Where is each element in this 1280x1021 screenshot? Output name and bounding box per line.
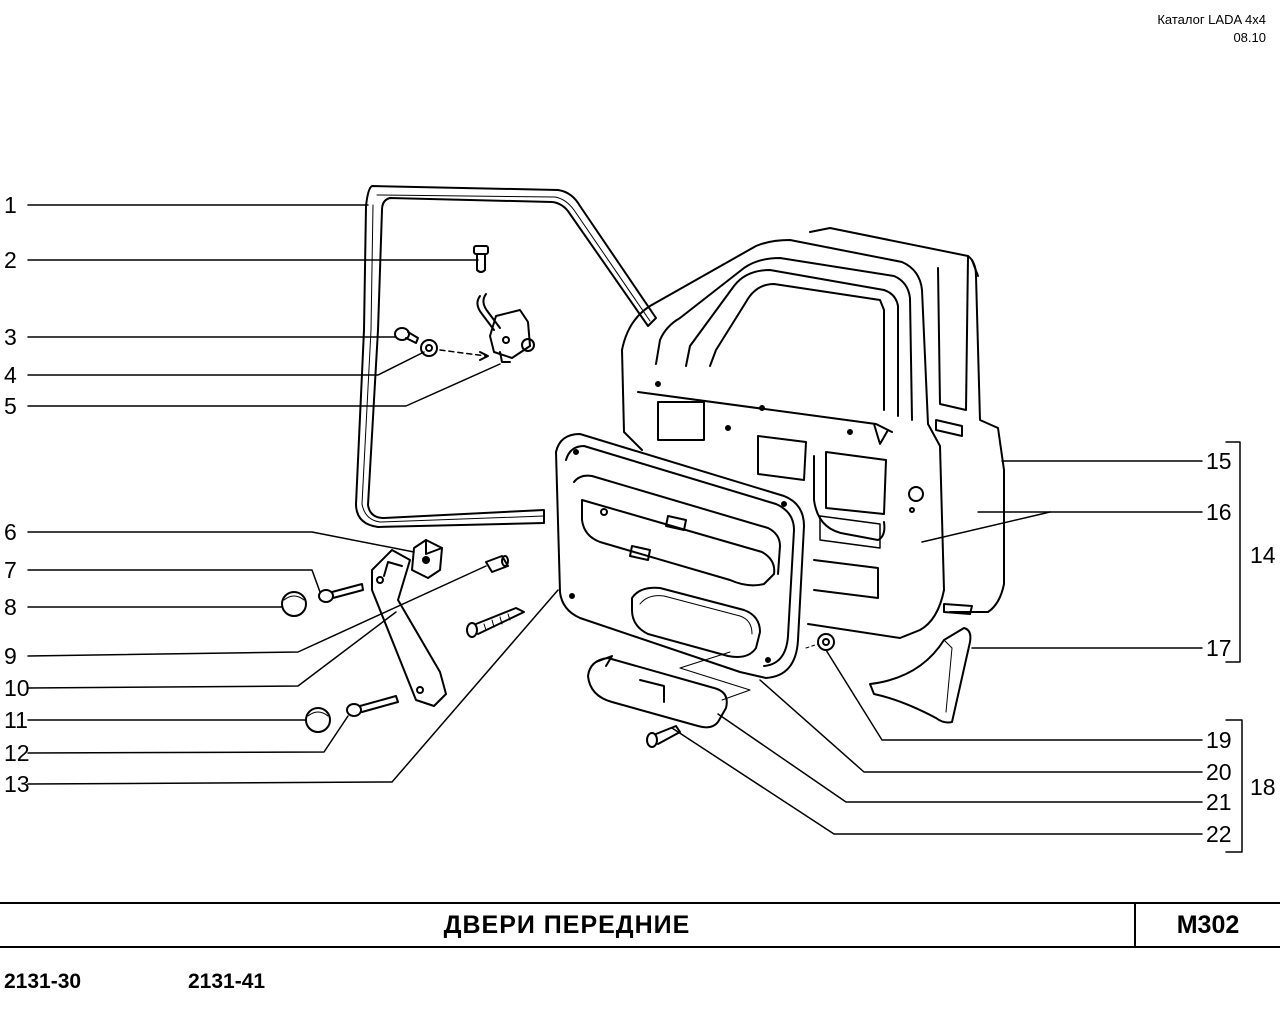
callout-20: 20 xyxy=(1206,759,1232,785)
callout-14: 14 xyxy=(1250,542,1276,568)
part-door-limiter xyxy=(476,293,535,363)
callout-17: 17 xyxy=(1206,635,1232,661)
page-title: ДВЕРИ ПЕРЕДНИЕ xyxy=(443,911,691,939)
bracket-18 xyxy=(1225,719,1243,853)
model-code-1: 2131-30 xyxy=(4,970,82,993)
page-code: M302 xyxy=(1176,911,1240,939)
title-bar: ДВЕРИ ПЕРЕДНИЕ M302 xyxy=(0,902,1280,948)
part-handle xyxy=(371,549,447,707)
callout-21: 21 xyxy=(1206,789,1232,815)
part-trim-strip xyxy=(869,627,972,724)
part-pin xyxy=(473,245,489,273)
callout-10: 10 xyxy=(4,675,30,701)
callout-18: 18 xyxy=(1250,774,1276,800)
callout-1: 1 xyxy=(4,192,17,218)
callout-9: 9 xyxy=(4,643,17,669)
part-bolt-3 xyxy=(394,327,419,344)
part-nut xyxy=(817,633,835,651)
callout-6: 6 xyxy=(4,519,17,545)
callout-22: 22 xyxy=(1206,821,1232,847)
callout-11: 11 xyxy=(4,707,28,733)
part-screw-22 xyxy=(646,725,681,748)
catalog-label: Каталог LADA 4x4 xyxy=(1157,12,1266,27)
part-cap-8 xyxy=(281,591,307,617)
part-clip xyxy=(411,539,443,579)
callout-13: 13 xyxy=(4,771,30,797)
part-cap-11 xyxy=(305,707,331,733)
callout-16: 16 xyxy=(1206,499,1232,525)
callout-2: 2 xyxy=(4,247,17,273)
part-window-seal xyxy=(355,185,657,528)
part-washer-4 xyxy=(420,339,438,357)
callout-3: 3 xyxy=(4,324,17,350)
part-armrest xyxy=(587,651,751,729)
model-code-2: 2131-41 xyxy=(188,970,266,993)
bracket-14 xyxy=(1225,441,1241,663)
leader-lines xyxy=(27,204,1203,835)
part-door-trim xyxy=(555,433,805,679)
catalog-date: 08.10 xyxy=(1233,30,1266,45)
callout-4: 4 xyxy=(4,362,17,388)
part-door-body xyxy=(621,227,1005,639)
callout-5: 5 xyxy=(4,393,17,419)
part-screw-12 xyxy=(346,695,399,717)
callout-7: 7 xyxy=(4,557,17,583)
title-divider xyxy=(1134,904,1136,946)
part-screw-13 xyxy=(466,607,525,638)
callout-8: 8 xyxy=(4,594,17,620)
callout-12: 12 xyxy=(4,740,30,766)
callout-15: 15 xyxy=(1206,448,1232,474)
part-screw-7 xyxy=(318,583,364,603)
part-dowel xyxy=(485,555,509,573)
callout-19: 19 xyxy=(1206,727,1232,753)
exploded-door-diagram: 1 2 3 4 5 6 7 8 9 10 11 12 13 14 15 16 1… xyxy=(4,185,1276,853)
